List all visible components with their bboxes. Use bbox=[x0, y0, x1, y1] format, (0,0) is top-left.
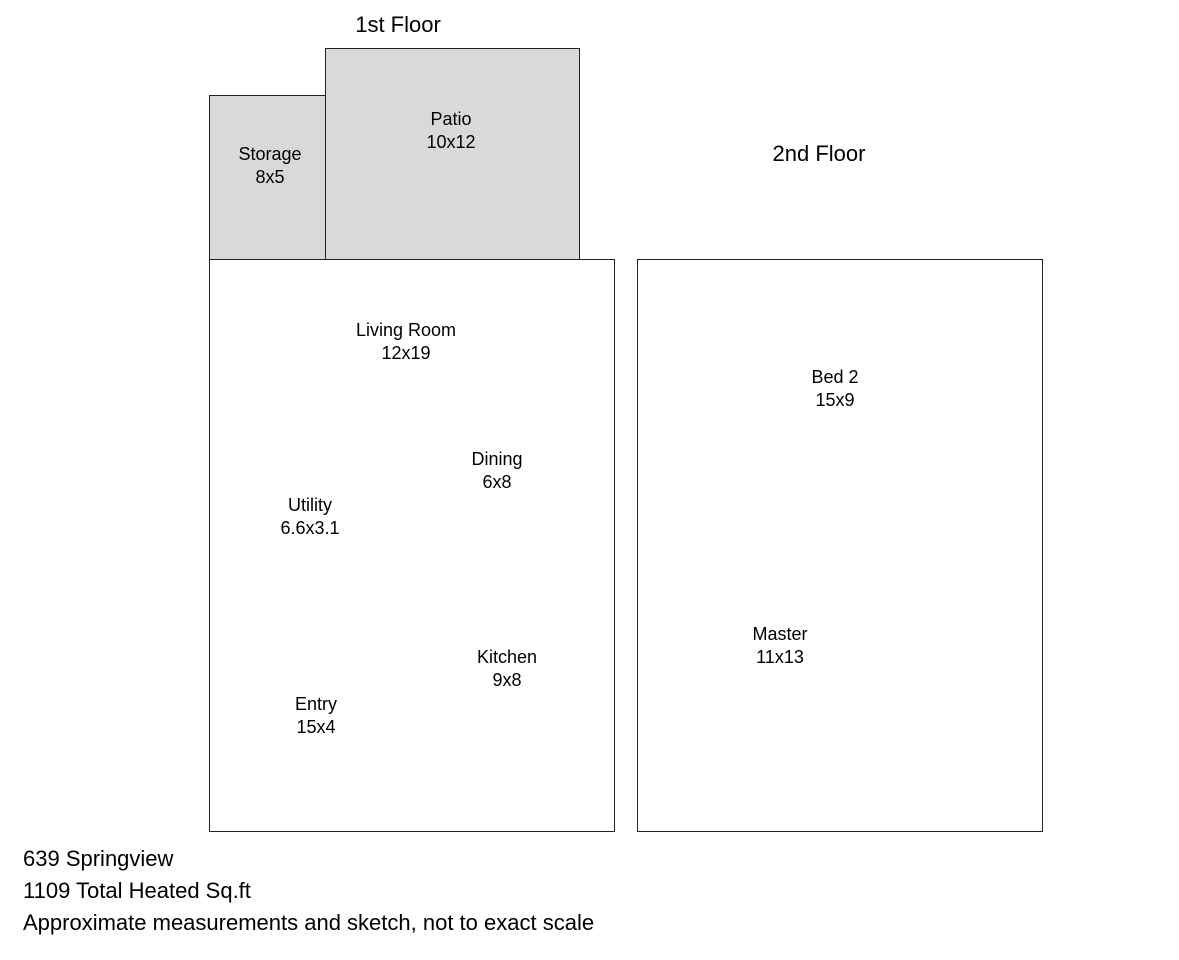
second-floor-title: 2nd Floor bbox=[772, 141, 866, 166]
room-size: 8x5 bbox=[255, 167, 285, 187]
room-label-storage: Storage 8x5 bbox=[238, 143, 301, 189]
room-size: 15x4 bbox=[296, 717, 336, 737]
room-name: Dining bbox=[471, 449, 523, 469]
disclaimer-text: Approximate measurements and sketch, not… bbox=[23, 910, 595, 935]
room-label-patio: Patio 10x12 bbox=[426, 108, 475, 154]
room-size: 9x8 bbox=[492, 670, 522, 690]
room-label-dining: Dining 6x8 bbox=[471, 448, 522, 494]
second-floor-outline bbox=[637, 259, 1043, 832]
room-size: 6x8 bbox=[482, 472, 512, 492]
room-name: Living Room bbox=[355, 320, 457, 340]
room-size: 12x19 bbox=[381, 343, 431, 363]
room-name: Entry bbox=[294, 694, 338, 714]
room-size: 6.6x3.1 bbox=[280, 518, 340, 538]
room-name: Utility bbox=[287, 495, 332, 515]
room-name: Kitchen bbox=[476, 647, 538, 667]
room-label-living-room: Living Room 12x19 bbox=[356, 319, 456, 365]
square-footage-text: 1109 Total Heated Sq.ft bbox=[23, 878, 251, 903]
room-name: Bed 2 bbox=[811, 367, 859, 387]
room-size: 10x12 bbox=[426, 132, 476, 152]
address-text: 639 Springview bbox=[23, 846, 174, 871]
room-size: 11x13 bbox=[756, 647, 804, 667]
room-label-entry: Entry 15x4 bbox=[295, 693, 337, 739]
room-name: Patio bbox=[430, 109, 472, 129]
first-floor-title: 1st Floor bbox=[355, 12, 441, 37]
room-name: Master bbox=[752, 624, 808, 644]
room-label-kitchen: Kitchen 9x8 bbox=[477, 646, 537, 692]
room-label-master: Master 11x13 bbox=[752, 623, 807, 669]
room-label-utility: Utility 6.6x3.1 bbox=[280, 494, 339, 540]
first-floor-outline bbox=[209, 259, 615, 832]
patio-area bbox=[325, 48, 580, 260]
room-label-bed-2: Bed 2 15x9 bbox=[811, 366, 858, 412]
room-size: 15x9 bbox=[815, 390, 855, 410]
room-name: Storage bbox=[238, 144, 302, 164]
storage-area bbox=[209, 95, 326, 260]
